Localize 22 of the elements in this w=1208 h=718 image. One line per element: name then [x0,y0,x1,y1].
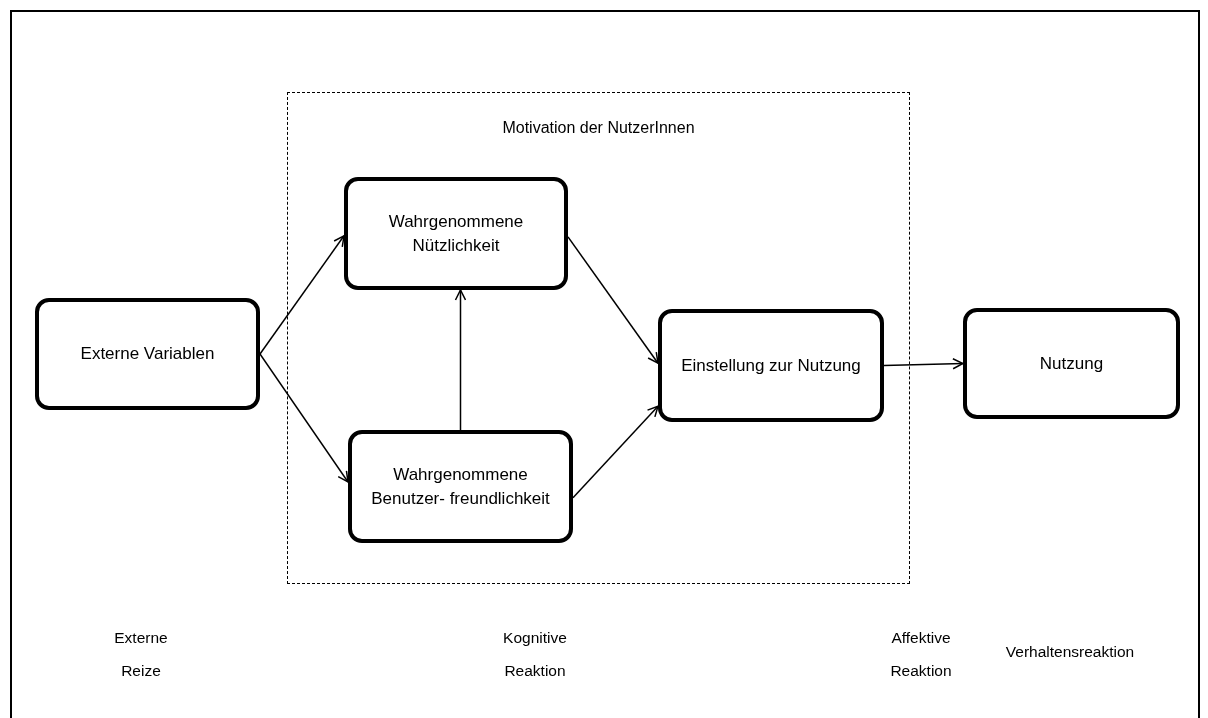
box-text: Wahrgenommene Benutzer- freundlichkeit [370,463,551,510]
stage-label: Affektive Reaktion [889,628,953,681]
process-box [963,308,1180,419]
group-frame [287,92,910,584]
box-text: Einstellung zur Nutzung [681,354,861,377]
process-box [658,309,884,422]
box-text: Wahrgenommene Nützlichkeit [387,210,525,257]
arrow [454,289,467,431]
box-text: Nutzung [1039,352,1104,375]
stage-label: Kognitive Reaktion [502,628,568,681]
stage-label: Externe Reize [113,628,169,681]
arrow [567,236,659,364]
box-text: Externe Variablen [80,343,215,366]
arrow [259,353,349,483]
process-box [35,298,260,410]
arrow [883,358,964,370]
process-box [344,177,568,290]
arrow [259,235,345,355]
stage-label: Verhaltensreaktion [1004,642,1136,662]
process-box [348,430,573,543]
arrow [572,405,659,499]
group-title: Motivation der NutzerInnen [502,119,695,137]
